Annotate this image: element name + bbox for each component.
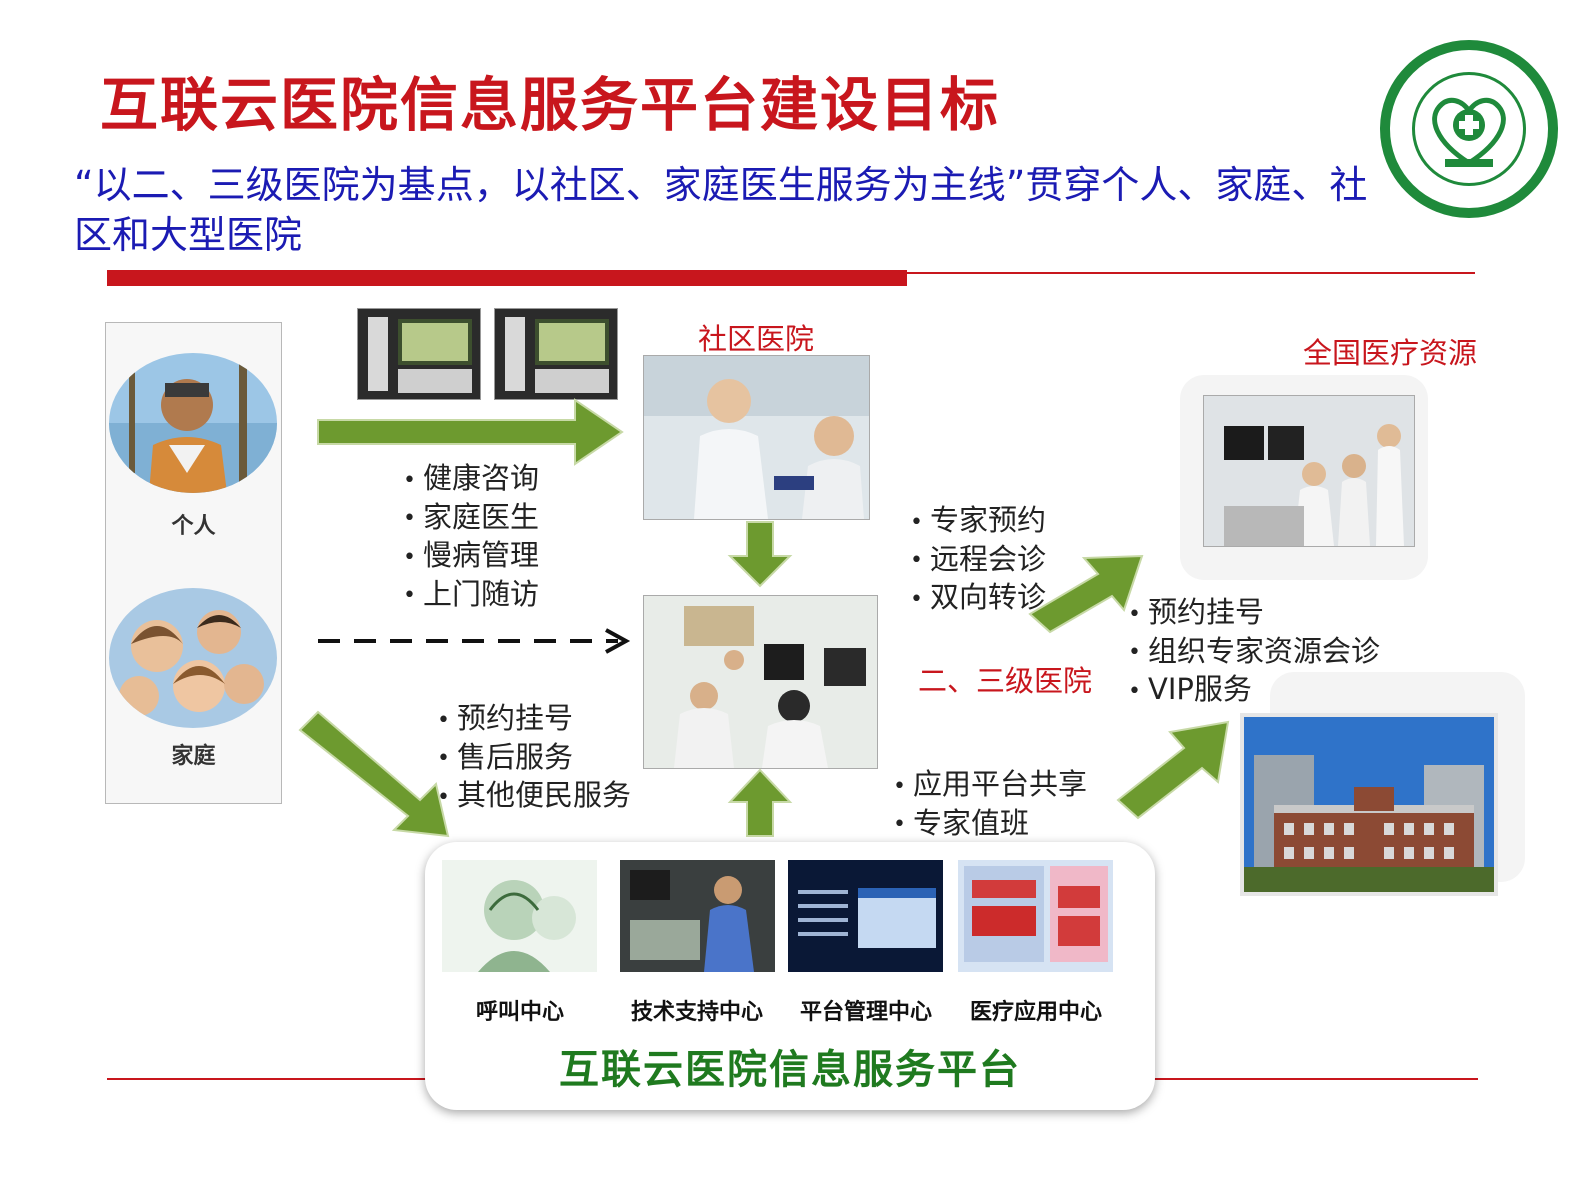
- list-platform-share: 应用平台共享 专家值班: [893, 766, 1087, 843]
- call-center-photo: [442, 860, 597, 972]
- call-center-label: 呼叫中心: [475, 1000, 564, 1025]
- tech-support-label: 技术支持中心: [630, 1000, 763, 1025]
- tech-support-photo: [620, 860, 775, 972]
- hospital-logo: [1380, 40, 1558, 218]
- list-vip-services: 预约挂号 组织专家资源会诊 VIP服务: [1128, 594, 1380, 710]
- list-item: 远程会诊: [910, 541, 1046, 580]
- arrow-community-to-clinic: [727, 521, 793, 588]
- secondary-tertiary-hospital-label: 二、三级医院: [918, 664, 1093, 698]
- list-item: 双向转诊: [910, 579, 1046, 618]
- family-label: 家庭: [171, 744, 216, 769]
- list-item: 组织专家资源会诊: [1128, 633, 1380, 672]
- list-item: 预约挂号: [437, 700, 631, 739]
- family-photo: [109, 588, 277, 728]
- platform-panel: 呼叫中心 技术支持中心 平台管理中心 医疗应用中心 互联云医院信息服务平台: [425, 842, 1155, 1110]
- list-item: 专家值班: [893, 805, 1087, 844]
- title-divider-bar: [107, 270, 907, 286]
- arrow-platform-to-clinic: [727, 768, 793, 837]
- individual-photo: [109, 353, 277, 493]
- platform-title: 互联云医院信息服务平台: [559, 1047, 1021, 1093]
- big-hospital-photo: [1240, 713, 1498, 896]
- community-hospital-label: 社区医院: [698, 322, 815, 356]
- list-item: 健康咨询: [403, 460, 539, 499]
- list-item: 售后服务: [437, 739, 631, 778]
- national-resources-label: 全国医疗资源: [1303, 336, 1478, 370]
- video-phone-1: [357, 308, 481, 400]
- medical-app-label: 医疗应用中心: [969, 1000, 1102, 1025]
- list-item: 慢病管理: [403, 537, 539, 576]
- arrow-individual-to-community: [317, 398, 624, 466]
- title-divider-line: [907, 272, 1475, 274]
- list-item: VIP服务: [1128, 671, 1380, 710]
- logo-inner-ring: [1412, 72, 1526, 186]
- list-health-services: 健康咨询 家庭医生 慢病管理 上门随访: [403, 460, 539, 614]
- heart-cross-icon: [1432, 97, 1506, 167]
- platform-mgmt-screenshot: [788, 860, 943, 972]
- footer-line-right: [1150, 1078, 1478, 1080]
- individual-label: 个人: [171, 514, 216, 539]
- list-item: 预约挂号: [1128, 594, 1380, 633]
- list-expert-services: 专家预约 远程会诊 双向转诊: [910, 502, 1046, 618]
- page-title: 互联云医院信息服务平台建设目标: [100, 71, 1001, 139]
- arrow-to-big-hospital: [1116, 720, 1230, 820]
- footer-line-left: [107, 1078, 437, 1080]
- list-item: 应用平台共享: [893, 766, 1087, 805]
- list-convenience-services: 预约挂号 售后服务 其他便民服务: [437, 700, 631, 816]
- national-consult-photo: [1203, 395, 1415, 547]
- list-item: 专家预约: [910, 502, 1046, 541]
- people-panel: 个人 家庭: [105, 322, 282, 804]
- page-subtitle: “以二、三级医院为基点，以社区、家庭医生服务为主线”贯穿个人、家庭、社区和大型医…: [74, 163, 1368, 257]
- community-hospital-photo: [643, 355, 870, 520]
- list-item: 上门随访: [403, 576, 539, 615]
- list-item: 其他便民服务: [437, 777, 631, 816]
- medical-app-diagram: [958, 860, 1113, 972]
- arrow-to-national-resources: [1028, 554, 1144, 634]
- clinic-teleconsult-photo: [643, 595, 878, 769]
- list-item: 家庭医生: [403, 499, 539, 538]
- platform-mgmt-label: 平台管理中心: [799, 1000, 932, 1025]
- arrow-family-to-platform: [298, 710, 450, 838]
- video-phone-2: [494, 308, 618, 400]
